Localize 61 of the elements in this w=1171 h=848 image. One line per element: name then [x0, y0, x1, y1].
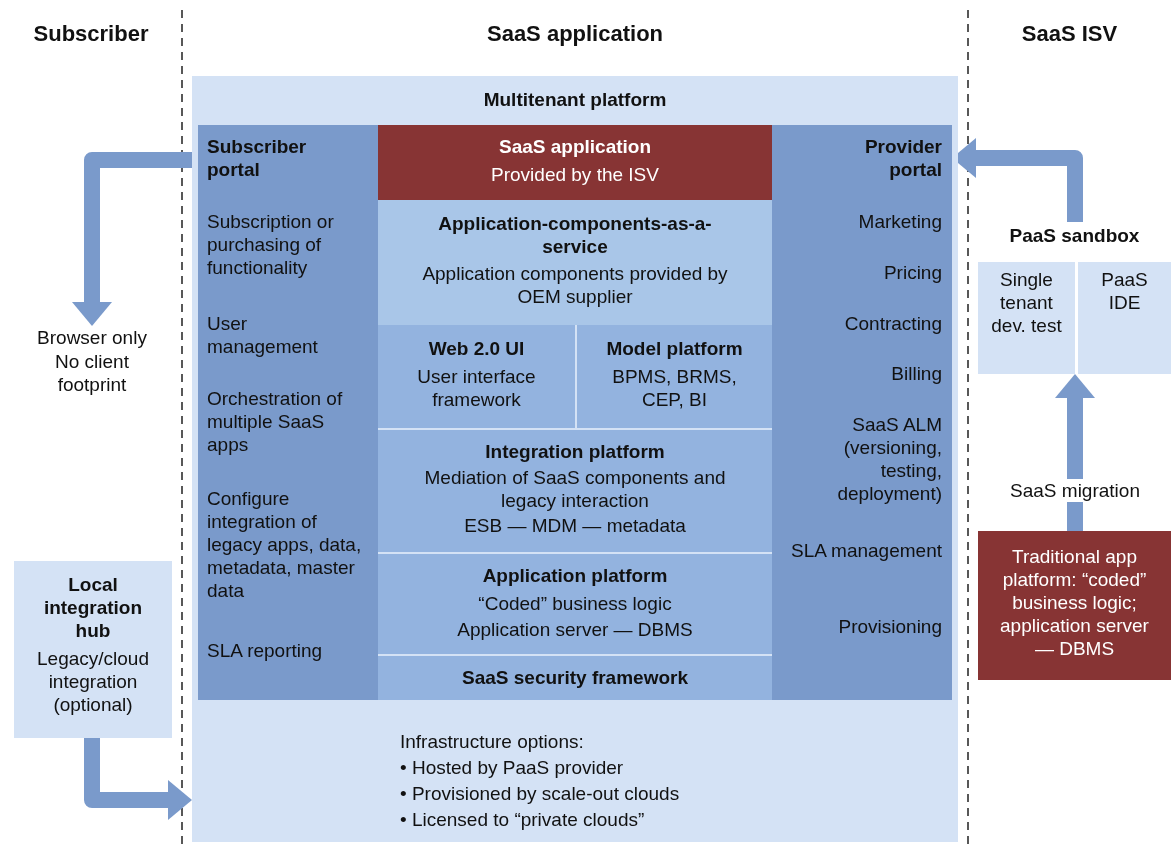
arrow — [1055, 374, 1095, 531]
sandbox-box — [978, 262, 1075, 374]
layer-text: ESB — MDM — metadata — [463, 514, 687, 537]
column-heading: SaaS ISV — [1020, 22, 1119, 45]
layer-title: Application-components-as-a-service — [437, 212, 713, 258]
feature-text: SaaS ALM (versioning, testing, deployment) — [836, 413, 942, 505]
layer-box — [577, 325, 772, 428]
layer-text: Application components provided by OEM supplier — [421, 262, 729, 308]
feature-text: Configure integration of legacy apps, data, metadata, master data — [207, 487, 363, 602]
layer-title: Web 2.0 UI — [427, 337, 526, 360]
layer-box — [378, 125, 772, 200]
layer-text: Application server — DBMS — [456, 618, 694, 641]
portal-column — [198, 125, 378, 700]
feature-text: Contracting — [843, 312, 942, 335]
column-heading: Subscriber portal — [207, 135, 308, 181]
feature-text: Orchestration of multiple SaaS apps — [207, 387, 344, 456]
layer-text: Mediation of SaaS components and legacy interaction — [423, 466, 727, 512]
layer-text: Provided by the ISV — [490, 163, 660, 186]
feature-text: SLA reporting — [207, 639, 324, 662]
hub-title: Local integration hub — [42, 573, 144, 642]
list-item: • Licensed to “private clouds” — [400, 808, 646, 831]
layer-title: Model platform — [605, 337, 744, 360]
layer-title: Integration platform — [484, 440, 666, 463]
sandbox-text: Single tenant dev. test — [990, 268, 1063, 337]
column-heading: Provider portal — [863, 135, 942, 181]
hub-box — [14, 561, 172, 738]
portal-column — [772, 125, 952, 700]
panel-heading: Multitenant platform — [482, 88, 668, 111]
feature-text: Marketing — [857, 210, 942, 233]
sandbox-title: PaaS sandbox — [1008, 224, 1141, 247]
platform-panel — [192, 76, 958, 842]
legacy-platform-box — [978, 531, 1171, 680]
feature-text: Pricing — [882, 261, 942, 284]
layer-title: Application platform — [481, 564, 669, 587]
layer-text: User interface framework — [416, 365, 537, 411]
layer-text: BPMS, BRMS, CEP, BI — [611, 365, 738, 411]
feature-text: Subscription or purchasing of functionality — [207, 210, 335, 279]
list-heading: Infrastructure options: — [400, 730, 585, 753]
note-text: No client footprint — [54, 350, 130, 396]
layer-box — [378, 430, 772, 552]
feature-text: Provisioning — [837, 615, 942, 638]
sandbox-box — [1078, 262, 1171, 374]
layer-text: “Coded” business logic — [477, 592, 673, 615]
layer-box — [378, 554, 772, 654]
layer-title: SaaS application — [497, 135, 652, 158]
sandbox-text: PaaS IDE — [1100, 268, 1149, 314]
layer-box — [378, 200, 772, 325]
column-heading: Subscriber — [32, 22, 150, 45]
hub-text: Legacy/cloud integration (optional) — [36, 647, 150, 716]
note-text: Browser only — [36, 326, 148, 349]
platform-text: Traditional app platform: “coded” business logic; application server — DBMS — [999, 545, 1150, 660]
feature-text: User management — [207, 312, 319, 358]
list-item: • Provisioned by scale-out clouds — [400, 782, 681, 805]
feature-text: Billing — [890, 362, 942, 385]
layer-box — [378, 325, 575, 428]
layer-box — [378, 656, 772, 700]
layer-title: SaaS security framework — [461, 666, 689, 689]
feature-text: SLA management — [789, 539, 942, 562]
column-heading: SaaS application — [485, 22, 665, 45]
arrow — [84, 738, 192, 820]
list-item: • Hosted by PaaS provider — [400, 756, 625, 779]
